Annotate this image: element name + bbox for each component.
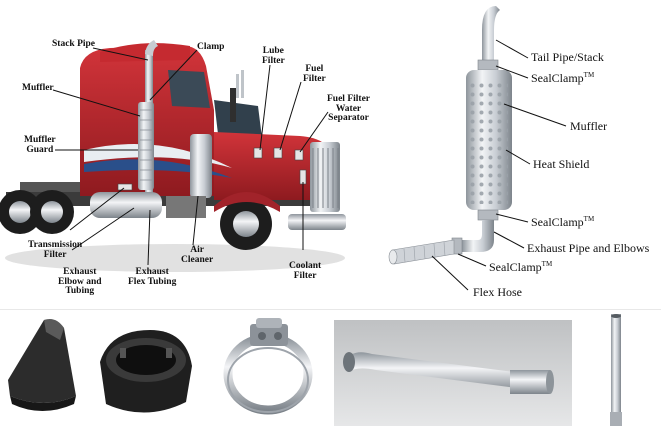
label-clamp: Clamp [197,42,225,52]
label-transmission-filter: Transmission Filter [28,240,83,260]
band-clamp-photo [218,318,318,430]
label-sealclamp-mid: SealClampTM [531,215,595,229]
exhaust-leader-lines [431,39,567,291]
label-tail-pipe-stack: Tail Pipe/Stack [531,50,604,64]
label-flex-hose: Flex Hose [473,285,522,299]
exhaust-system-illustration [388,6,512,265]
straight-pipe-photo [598,312,634,432]
label-heat-shield: Heat Shield [533,157,590,171]
truck-leader-lines [52,47,329,266]
trademark-mark: TM [541,260,553,268]
label-lube-filter: Lube Filter [262,46,285,66]
semi-truck-illustration [0,40,346,272]
label-stack-pipe: Stack Pipe [52,39,96,49]
rain-cap-parts-photo [0,310,200,434]
label-muffler-exhaust: Muffler [570,119,608,133]
label-muffler: Muffler [22,83,54,93]
label-exhaust-flex-tubing: Exhaust Flex Tubing [128,267,177,287]
label-muffler-guard: Muffler Guard [24,135,56,155]
trademark-mark: TM [583,71,595,79]
label-sealclamp-low: SealClampTM [489,260,553,274]
label-fuel-filter-water-separator: Fuel Filter Water Separator [327,94,370,123]
label-exhaust-pipe-elbows: Exhaust Pipe and Elbows [527,241,650,255]
label-coolant-filter: Coolant Filter [289,261,322,281]
label-fuel-filter: Fuel Filter [303,64,326,84]
label-air-cleaner: Air Cleaner [181,245,214,265]
trademark-mark: TM [583,215,595,223]
label-sealclamp-top: SealClampTM [531,71,595,85]
curved-stack-pipe-photo [334,320,572,426]
label-exhaust-elbow-tubing: Exhaust Elbow and Tubing [58,267,102,296]
photo-strip-divider [0,309,661,310]
